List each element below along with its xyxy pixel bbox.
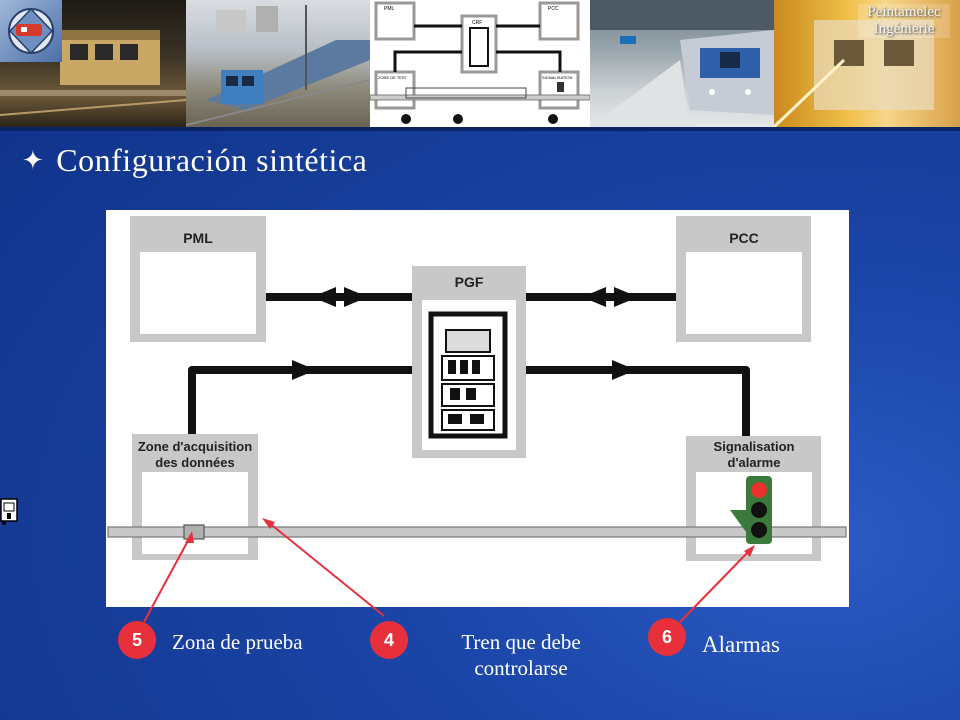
banner-photo-yellow-station (774, 0, 960, 127)
banner-photo-night-train (0, 0, 186, 127)
logo-icon (8, 7, 54, 55)
mini-label-zone: ZONE DE TEST (378, 75, 408, 80)
test-zone-marker (183, 524, 205, 540)
pml-label: PML (183, 230, 213, 246)
callout-badge-5: 5 (118, 621, 156, 659)
banner-photo-station (590, 0, 774, 127)
banner-photo-blue-train (186, 0, 370, 127)
connector-pml-pgf (266, 287, 412, 307)
callout-text-test-zone: Zona de prueba (172, 630, 303, 654)
pcc-label: PCC (729, 230, 759, 246)
yellow-station-illustration (774, 20, 934, 127)
app-logo[interactable] (0, 0, 62, 62)
pcc-box: PCC (676, 216, 811, 342)
pgf-box: PGF (412, 266, 526, 458)
pgf-label: PGF (455, 274, 484, 290)
server-rack-icon (428, 311, 508, 439)
mini-label-pcc: PCC (548, 6, 559, 12)
pml-box: PML (130, 216, 266, 342)
mini-label-pgf: CRF (472, 20, 482, 26)
brand-line1: Peintamelec (867, 4, 941, 20)
banner-separator (0, 127, 960, 131)
mini-label-signal: SIGNALISATION (542, 75, 572, 80)
diagram-panel: PML PCC PGF (106, 210, 849, 607)
signal-label-line2: d'alarme (728, 455, 781, 470)
banner-mini-diagram: PML CRF PCC ZONE DE TEST SIGNALISATION (370, 0, 590, 127)
slide-title: ✦ Configuración sintética (22, 142, 367, 179)
zone-acquisition-box: Zone d'acquisition des données (132, 434, 258, 560)
callout-badge-4: 4 (370, 621, 408, 659)
station-illustration (590, 0, 774, 127)
connector-pgf-signal (526, 360, 750, 436)
connector-zone-pgf (188, 360, 412, 434)
train-car-icon (0, 498, 18, 525)
zone-label-line1: Zone d'acquisition (138, 439, 252, 454)
slide-title-text: Configuración sintética (56, 142, 368, 178)
signal-label-line1: Signalisation (714, 439, 795, 454)
traffic-light-icon (730, 476, 772, 544)
night-train-illustration (0, 30, 186, 116)
four-point-star-icon: ✦ (22, 145, 45, 175)
system-diagram: PML PCC PGF (107, 216, 847, 561)
brand-line2: Ingénierie (873, 21, 935, 37)
header-banner: PML CRF PCC ZONE DE TEST SIGNALISATION (0, 0, 960, 127)
callout-text-train: Tren que debe controlarse (436, 629, 606, 681)
mini-diagram-svg: PML CRF PCC ZONE DE TEST SIGNALISATION (370, 1, 590, 124)
callout-badge-6: 6 (648, 618, 686, 656)
connector-pgf-pcc (526, 287, 676, 307)
rail-track (107, 526, 847, 538)
mini-label-pml: PML (384, 6, 395, 12)
callout-text-train-line2: controlarse (474, 656, 568, 680)
brand-label: Peintamelec Ingénierie (858, 4, 950, 38)
blue-train-illustration (186, 5, 370, 126)
callout-text-train-line1: Tren que debe (461, 630, 581, 654)
zone-label-line2: des données (155, 455, 234, 470)
callout-text-alarms: Alarmas (702, 632, 780, 657)
